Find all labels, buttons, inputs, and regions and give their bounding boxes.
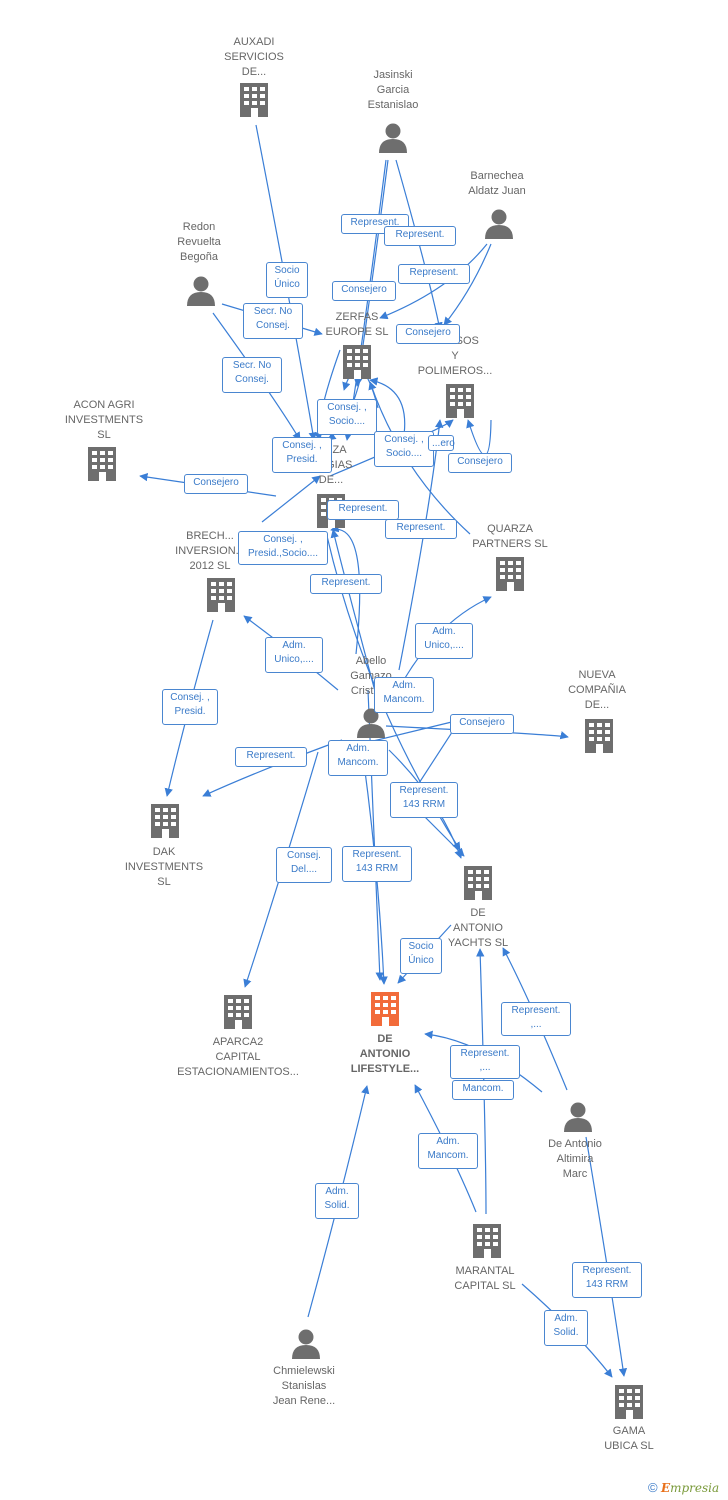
edge-label-l-cons-del[interactable]: Consej. Del....	[276, 847, 332, 883]
edge-label-l-adm-solid1[interactable]: Adm. Solid.	[315, 1183, 359, 1219]
node-label-auxadi[interactable]: AUXADI SERVICIOS DE...	[224, 36, 284, 78]
node-label-lifestyle[interactable]: DE ANTONIO LIFESTYLE...	[350, 1033, 420, 1075]
edge-label-l-socio-unico-y[interactable]: Socio Único	[400, 938, 442, 974]
copyright-symbol: ©	[648, 1480, 658, 1495]
edge-label-l-consejero-qp[interactable]: Consejero	[448, 453, 512, 473]
relation-edge-17	[330, 524, 361, 655]
building-icon-quarza_partners[interactable]	[496, 557, 524, 591]
edge-label-l-rep-q1[interactable]: Represent.	[327, 500, 399, 520]
brand-first-letter: E	[660, 1481, 671, 1495]
edge-label-l-rep-alt1[interactable]: Represent. ,...	[501, 1002, 571, 1036]
node-label-brech[interactable]: BRECH... INVERSION... 2012 SL	[175, 530, 245, 572]
person-icon-redon[interactable]	[187, 276, 215, 307]
relation-edge-4	[395, 159, 443, 331]
person-icon-barnechea[interactable]	[485, 209, 513, 240]
edge-label-l-adm-mancom3[interactable]: Adm. Mancom.	[418, 1133, 478, 1169]
edge-label-l-adm-mancom2[interactable]: Adm. Mancom.	[328, 740, 388, 776]
edge-label-l-barn-rep[interactable]: Represent.	[398, 264, 470, 284]
edge-label-l-cons-socio1[interactable]: Consej. , Socio....	[317, 399, 377, 435]
edge-label-l-adm-solid2[interactable]: Adm. Solid.	[544, 1310, 588, 1346]
building-icon-auxadi[interactable]	[240, 83, 268, 117]
node-label-chmielewski[interactable]: Chmielewski Stanislas Jean Rene...	[272, 1365, 336, 1407]
brand-rest: mpresia	[670, 1481, 720, 1495]
node-label-acon[interactable]: ACON AGRI INVESTMENTS SL	[64, 399, 144, 441]
edge-label-l-mancom[interactable]: Mancom.	[452, 1080, 514, 1100]
edge-label-l-adm-unico-brech[interactable]: Adm. Unico,....	[265, 637, 323, 673]
person-icon-altimira[interactable]	[564, 1102, 592, 1133]
relation-edge-25	[202, 739, 343, 797]
building-icon-marantal[interactable]	[473, 1224, 501, 1258]
edge-label-l-cons-socio2[interactable]: Consej. , Socio....	[374, 431, 434, 467]
edge-label-l-rep-q3[interactable]: Represent.	[310, 574, 382, 594]
building-icon-dak[interactable]	[151, 804, 179, 838]
edge-label-l-jas-rep2[interactable]: Represent.	[384, 226, 456, 246]
node-label-altimira[interactable]: De Antonio Altimira Marc	[548, 1138, 602, 1180]
edge-label-l-consejero-nueva[interactable]: Consejero	[450, 714, 514, 734]
node-label-marantal[interactable]: MARANTAL CAPITAL SL	[454, 1265, 516, 1292]
building-icon-ingresos[interactable]	[446, 384, 474, 418]
edge-label-l-rep-143-b[interactable]: Represent. 143 RRM	[342, 846, 412, 882]
empresia-logo: © Empresia	[648, 1480, 719, 1495]
edge-label-l-cons-presid-dak[interactable]: Consej. , Presid.	[162, 689, 218, 725]
edge-label-l-cons-presid1[interactable]: Consej. , Presid.	[272, 437, 332, 473]
person-icon-chmielewski[interactable]	[292, 1329, 320, 1360]
node-label-aparca2[interactable]: APARCA2 CAPITAL ESTACIONAMIENTOS...	[177, 1036, 299, 1078]
node-label-zerfas[interactable]: ZERFAS EUROPE SL	[325, 311, 389, 338]
node-label-redon[interactable]: Redon Revuelta Begoña	[177, 221, 221, 263]
edge-label-l-rep-143-a[interactable]: Represent. 143 RRM	[390, 782, 458, 818]
node-label-jasinski[interactable]: Jasinski Garcia Estanislao	[367, 69, 419, 111]
relation-edge-16	[261, 475, 321, 523]
building-icon-zerfas[interactable]	[343, 345, 371, 379]
relation-edge-6	[443, 243, 492, 326]
relation-edge-26	[368, 719, 465, 857]
edge-label-l-adm-mancom1[interactable]: Adm. Mancom.	[374, 677, 434, 713]
relation-edge-30	[367, 689, 384, 981]
building-icon-nueva[interactable]	[585, 719, 613, 753]
edge-label-l-rep-q2[interactable]: Represent.	[385, 519, 457, 539]
node-label-dak[interactable]: DAK INVESTMENTS SL	[124, 846, 204, 888]
edge-label-l-rep-143-gama[interactable]: Represent. 143 RRM	[572, 1262, 642, 1298]
person-icon-jasinski[interactable]	[379, 123, 407, 154]
building-icon-yachts[interactable]	[464, 866, 492, 900]
relation-edge-5	[379, 243, 488, 320]
node-label-barnechea[interactable]: Barnechea Aldatz Juan	[468, 170, 526, 197]
edge-label-l-cons-presid-socio[interactable]: Consej. , Presid.,Socio....	[238, 531, 328, 565]
edge-label-l-consejero-ing[interactable]: Consejero	[396, 324, 460, 344]
building-icon-brech[interactable]	[207, 578, 235, 612]
edge-label-l-rep-alt2[interactable]: Represent. ,...	[450, 1045, 520, 1079]
node-label-nueva[interactable]: NUEVA COMPAÑIA DE...	[568, 669, 626, 711]
node-label-yachts[interactable]: DE ANTONIO YACHTS SL	[447, 907, 509, 949]
edge-label-l-redon-secr[interactable]: Secr. No Consej.	[243, 303, 303, 339]
building-icon-gama[interactable]	[615, 1385, 643, 1419]
building-icon-aparca2[interactable]	[224, 995, 252, 1029]
building-icon-lifestyle[interactable]	[371, 992, 399, 1026]
relation-edge-35	[476, 948, 487, 1215]
edge-label-l-rep-dak[interactable]: Represent.	[235, 747, 307, 767]
edge-label-l-adm-unico-qp[interactable]: Adm. Unico,....	[415, 623, 473, 659]
edge-label-l-jas-cons[interactable]: Consejero	[332, 281, 396, 301]
edge-label-l-redon-secr2[interactable]: Secr. No Consej.	[222, 357, 282, 393]
edge-label-l-consejero-acon[interactable]: Consejero	[184, 474, 248, 494]
building-icon-acon[interactable]	[88, 447, 116, 481]
node-label-quarza_partners[interactable]: QUARZA PARTNERS SL	[472, 523, 548, 550]
node-label-gama[interactable]: GAMA UBICA SL	[604, 1425, 654, 1452]
edge-label-l-hidden[interactable]: ...ero	[428, 435, 455, 451]
edge-label-l-auxadi[interactable]: Socio Único	[266, 262, 308, 298]
relation-edge-13	[466, 419, 492, 456]
